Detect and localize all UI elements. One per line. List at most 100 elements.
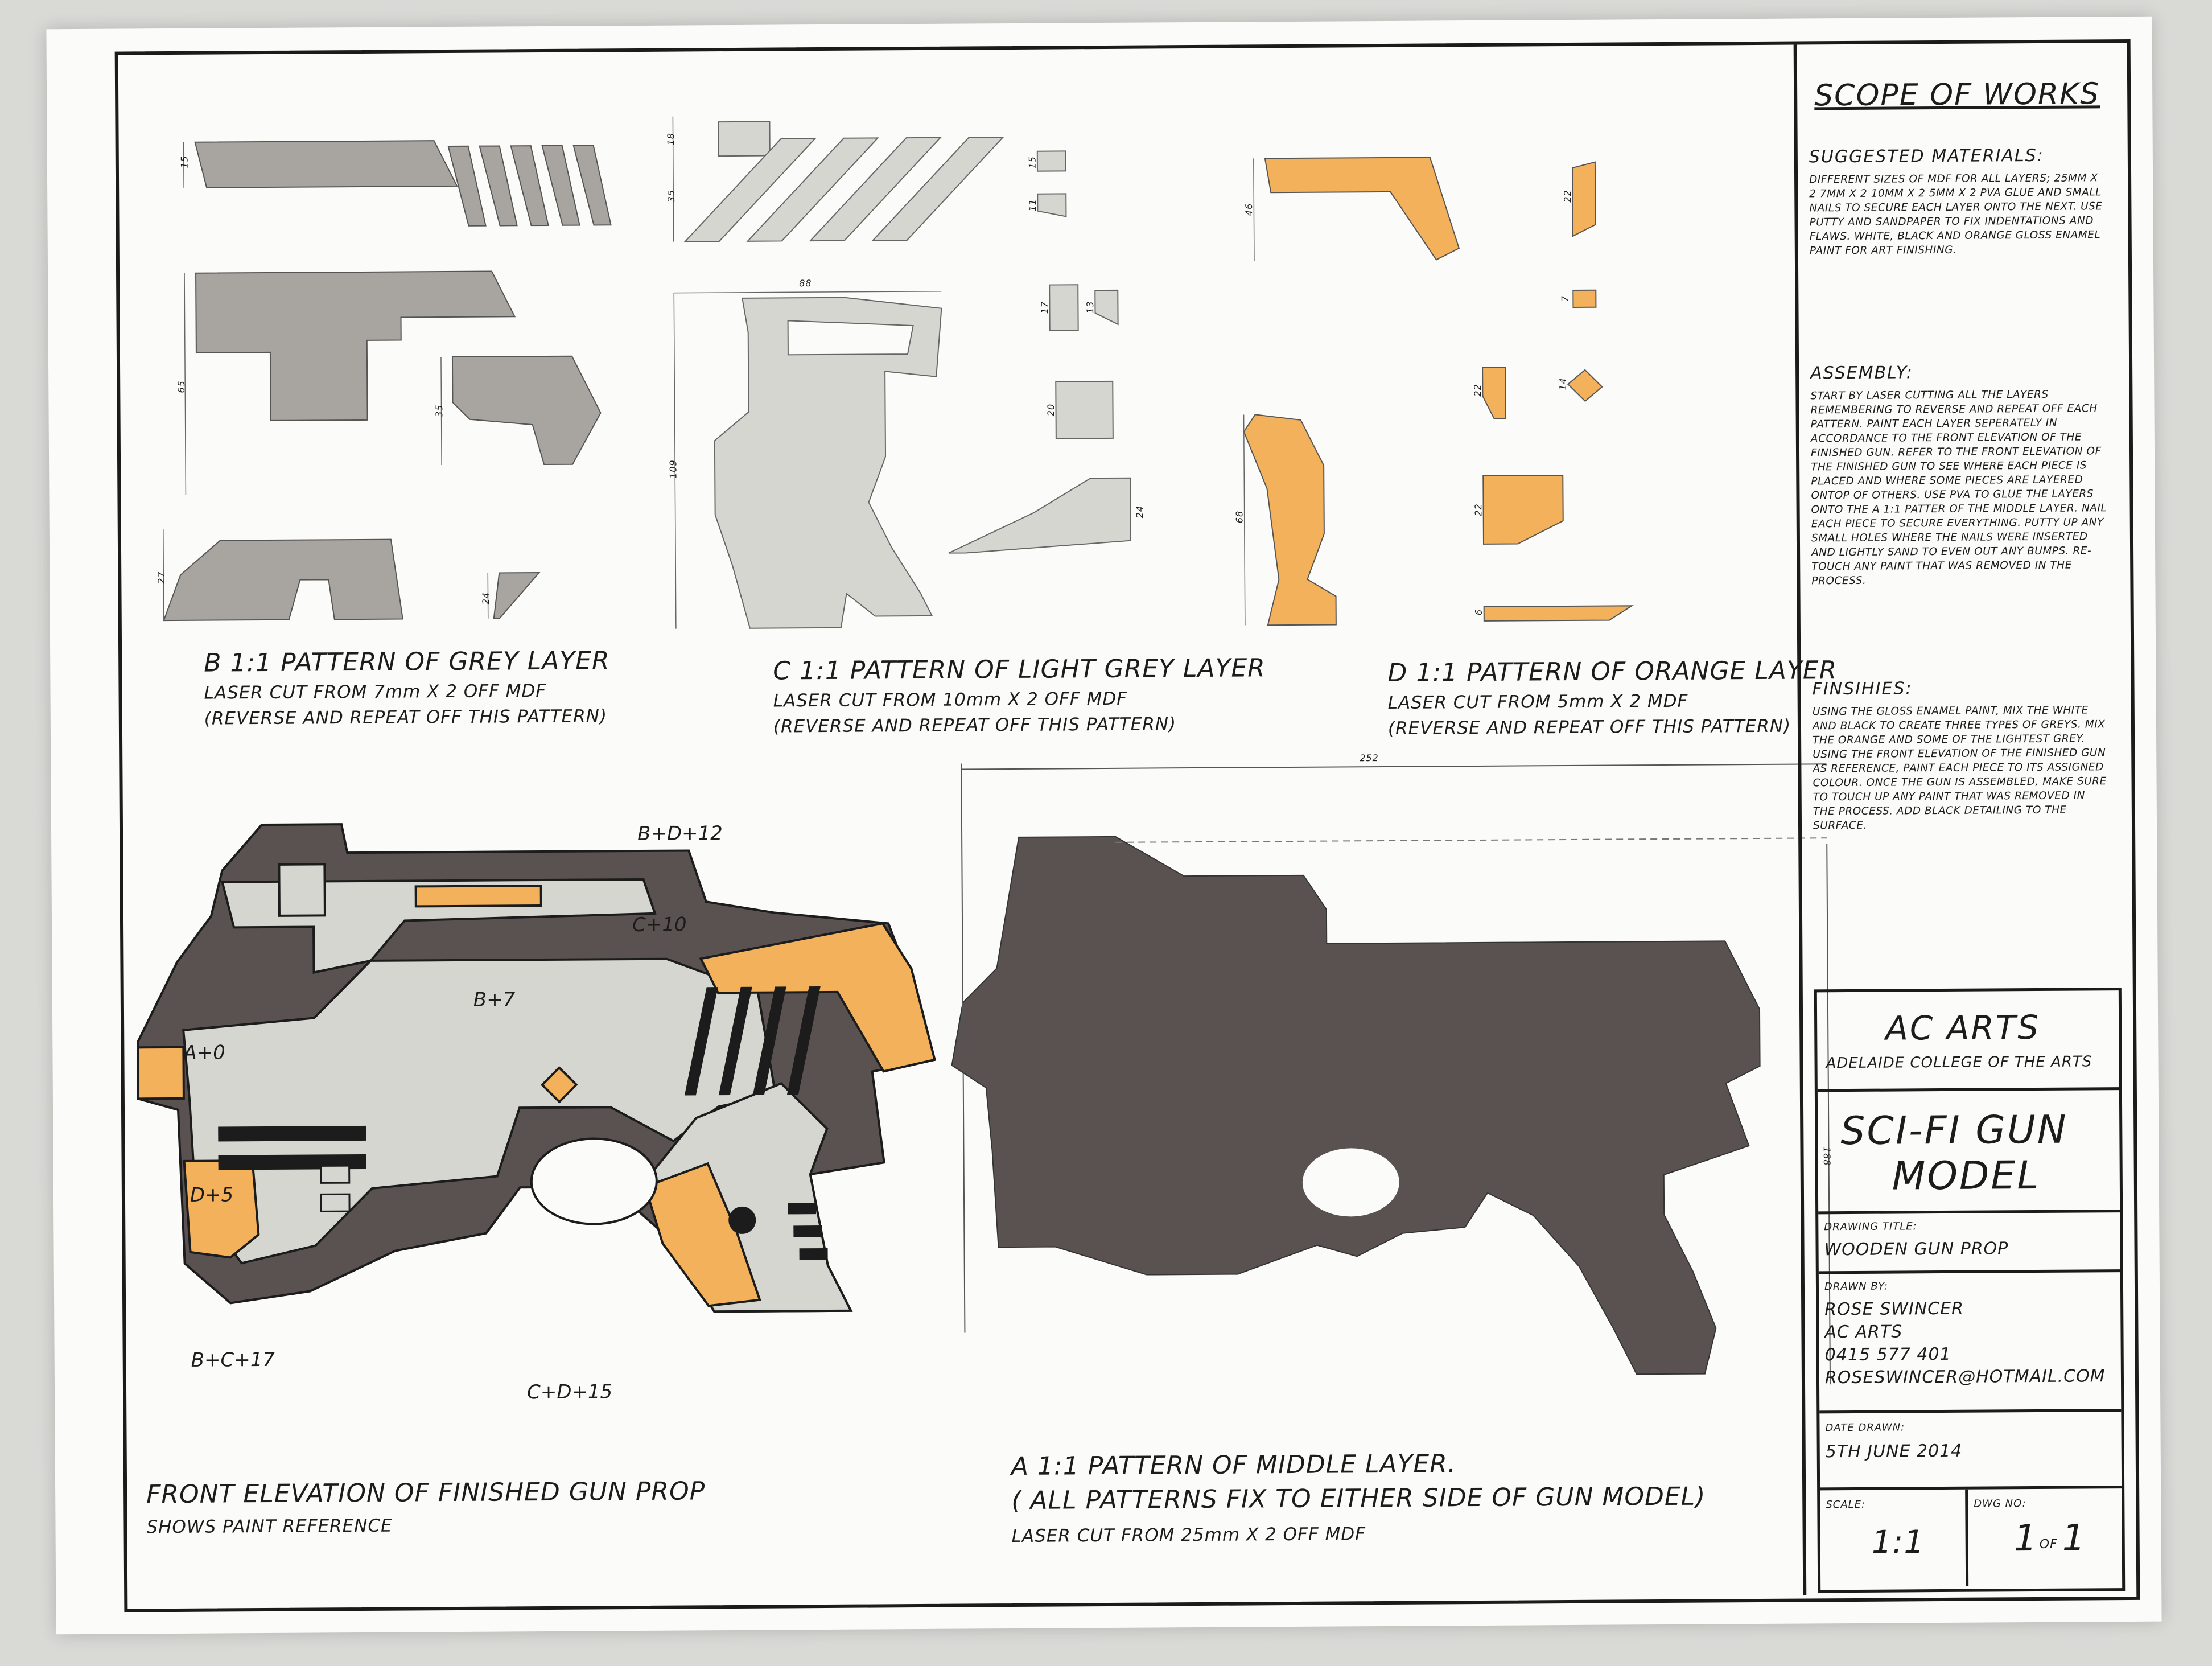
dim-label: 88 [799, 278, 812, 289]
callout-c-d-15: C+D+15 [526, 1380, 613, 1404]
front-elevation-subtitle: SHOWS PAINT REFERENCE [146, 1515, 393, 1538]
b-piece-wedge [493, 572, 541, 619]
pattern-c-line1: LASER CUT FROM 10mm X 2 OFF MDF [773, 688, 1128, 711]
dim-label: 24 [480, 591, 492, 605]
title-block-box: AC ARTS ADELAIDE COLLEGE OF THE ARTS SCI… [1814, 988, 2126, 1593]
dim-label: 6 [1473, 608, 1484, 616]
project-cell: SCI-FI GUN MODEL [1817, 1090, 2120, 1215]
b-stripe [479, 145, 518, 227]
pattern-b-line2: (REVERSE AND REPEAT OFF THIS PATTERN) [204, 706, 608, 729]
org-full-name: ADELAIDE COLLEGE OF THE ARTS [1826, 1053, 2092, 1072]
dwg-total: 1 [2062, 1517, 2086, 1560]
date-label: DATE DRAWN: [1825, 1421, 1905, 1434]
callout-d-5: D+5 [190, 1183, 234, 1207]
dim-label: 65 [175, 380, 187, 393]
pattern-c-pieces [683, 121, 1131, 629]
drawing-title-value: WOODEN GUN PROP [1824, 1239, 2009, 1260]
pattern-c-title: C 1:1 PATTERN OF LIGHT GREY LAYER [773, 653, 1266, 686]
dim-label: 24 [1134, 505, 1146, 519]
org-name: AC ARTS [1885, 1007, 2041, 1048]
dwg-cell: DWG NO: 1 OF 1 [1968, 1488, 2122, 1586]
pattern-d-pieces [1243, 157, 1634, 626]
drawing-sheet: 15 65 35 27 24 18 35 88 109 15 11 17 13 … [46, 16, 2162, 1635]
drawn-by-name: ROSE SWINCER [1824, 1298, 1964, 1320]
dim-label: 22 [1472, 384, 1484, 397]
c-block [718, 121, 771, 157]
dwg-label: DWG NO: [1974, 1498, 2026, 1510]
dim-label: 15 [1027, 156, 1038, 169]
pattern-c-line2: (REVERSE AND REPEAT OFF THIS PATTERN) [773, 714, 1177, 737]
date-cell: DATE DRAWN: 5TH JUNE 2014 [1819, 1412, 2122, 1491]
c-square [1055, 380, 1114, 439]
drawn-by-org: AC ARTS [1824, 1322, 1903, 1343]
front-elevation-gun [137, 823, 937, 1313]
c-long-piece [948, 477, 1131, 554]
callout-b-7: B+7 [473, 988, 516, 1011]
c-stripe [683, 138, 817, 242]
pattern-d-line1: LASER CUT FROM 5mm X 2 MDF [1387, 690, 1688, 713]
dim-label: 7 [1559, 295, 1571, 302]
finishes-heading: FINSIHIES: [1812, 678, 1913, 700]
callout-b-c-17: B+C+17 [191, 1348, 275, 1372]
c-small [1036, 150, 1066, 172]
d-small-tri [1482, 367, 1506, 419]
c-stripe [871, 137, 1004, 241]
c-grip-piece [714, 297, 942, 629]
dwg-of: OF [2039, 1537, 2058, 1552]
scale-cell: SCALE: 1:1 [1820, 1489, 1969, 1587]
callout-a-0: A+0 [183, 1041, 225, 1064]
dim-label: 20 [1045, 403, 1057, 417]
dim-label: 13 [1085, 301, 1096, 314]
dim-label: 22 [1562, 190, 1573, 203]
assembly-heading: ASSEMBLY: [1810, 363, 1913, 384]
b-piece-large [195, 270, 516, 421]
title-block: SCOPE OF WORKS SUGGESTED MATERIALS: DIFF… [1793, 42, 2137, 1595]
drawn-by-cell: DRAWN BY: ROSE SWINCER AC ARTS 0415 577 … [1818, 1272, 2122, 1414]
dim-label: 35 [434, 404, 445, 417]
pattern-a-line1: ( ALL PATTERNS FIX TO EITHER SIDE OF GUN… [1011, 1482, 1706, 1516]
b-piece-top-bar [194, 140, 458, 188]
pattern-b-pieces [163, 140, 612, 622]
pattern-a-middle [951, 763, 1831, 1385]
materials-text: DIFFERENT SIZES OF MDF FOR ALL LAYERS; 2… [1809, 172, 2103, 257]
pattern-artwork [137, 116, 1831, 1385]
materials-heading: SUGGESTED MATERIALS: [1809, 145, 2044, 167]
pattern-d-line2: (REVERSE AND REPEAT OFF THIS PATTERN) [1387, 715, 1791, 739]
org-cell: AC ARTS ADELAIDE COLLEGE OF THE ARTS [1816, 990, 2119, 1092]
c-stripe [809, 137, 942, 242]
c-small [1049, 284, 1079, 331]
dim-label: 252 [1360, 752, 1379, 764]
c-small [1037, 193, 1067, 217]
b-stripe [447, 145, 487, 227]
dim-label: 46 [1243, 203, 1255, 216]
scale-label: SCALE: [1826, 1498, 1866, 1511]
drawn-by-label: DRAWN BY: [1824, 1280, 1888, 1293]
dim-label: 11 [1027, 199, 1039, 212]
d-block [1482, 475, 1564, 545]
pattern-a-line2: LASER CUT FROM 25mm X 2 OFF MDF [1011, 1524, 1366, 1547]
dimension-lines [163, 116, 1255, 629]
finishes-text: USING THE GLOSS ENAMEL PAINT, MIX THE WH… [1812, 704, 2107, 832]
c-small [1094, 289, 1119, 326]
callout-b-d-12: B+D+12 [637, 822, 723, 846]
project-line1: SCI-FI GUN [1840, 1107, 2068, 1154]
d-small-bar [1572, 289, 1597, 308]
dim-label: 68 [1234, 510, 1245, 524]
pattern-b-line1: LASER CUT FROM 7mm X 2 OFF MDF [204, 680, 547, 704]
pattern-a-title: A 1:1 PATTERN OF MIDDLE LAYER. [1011, 1449, 1456, 1482]
drawn-by-email: ROSESWINCER@HOTMAIL.COM [1824, 1366, 2106, 1388]
dim-label: 109 [668, 459, 679, 479]
front-elevation-title: FRONT ELEVATION OF FINISHED GUN PROP [146, 1476, 706, 1509]
dim-label: 17 [1039, 301, 1051, 314]
scope-title: SCOPE OF WORKS [1814, 77, 2100, 113]
dim-label: 15 [179, 155, 190, 168]
project-line2: MODEL [1892, 1153, 2041, 1199]
b-piece-curved [451, 355, 602, 466]
drawn-by-phone: 0415 577 401 [1824, 1344, 1951, 1365]
c-stripe [746, 137, 879, 242]
b-piece-bottom [163, 538, 403, 622]
d-grip [1243, 414, 1337, 626]
d-small-slant [1571, 161, 1596, 237]
drawing-title-label: DRAWING TITLE: [1824, 1220, 1917, 1233]
d-small-diamond [1567, 369, 1603, 402]
